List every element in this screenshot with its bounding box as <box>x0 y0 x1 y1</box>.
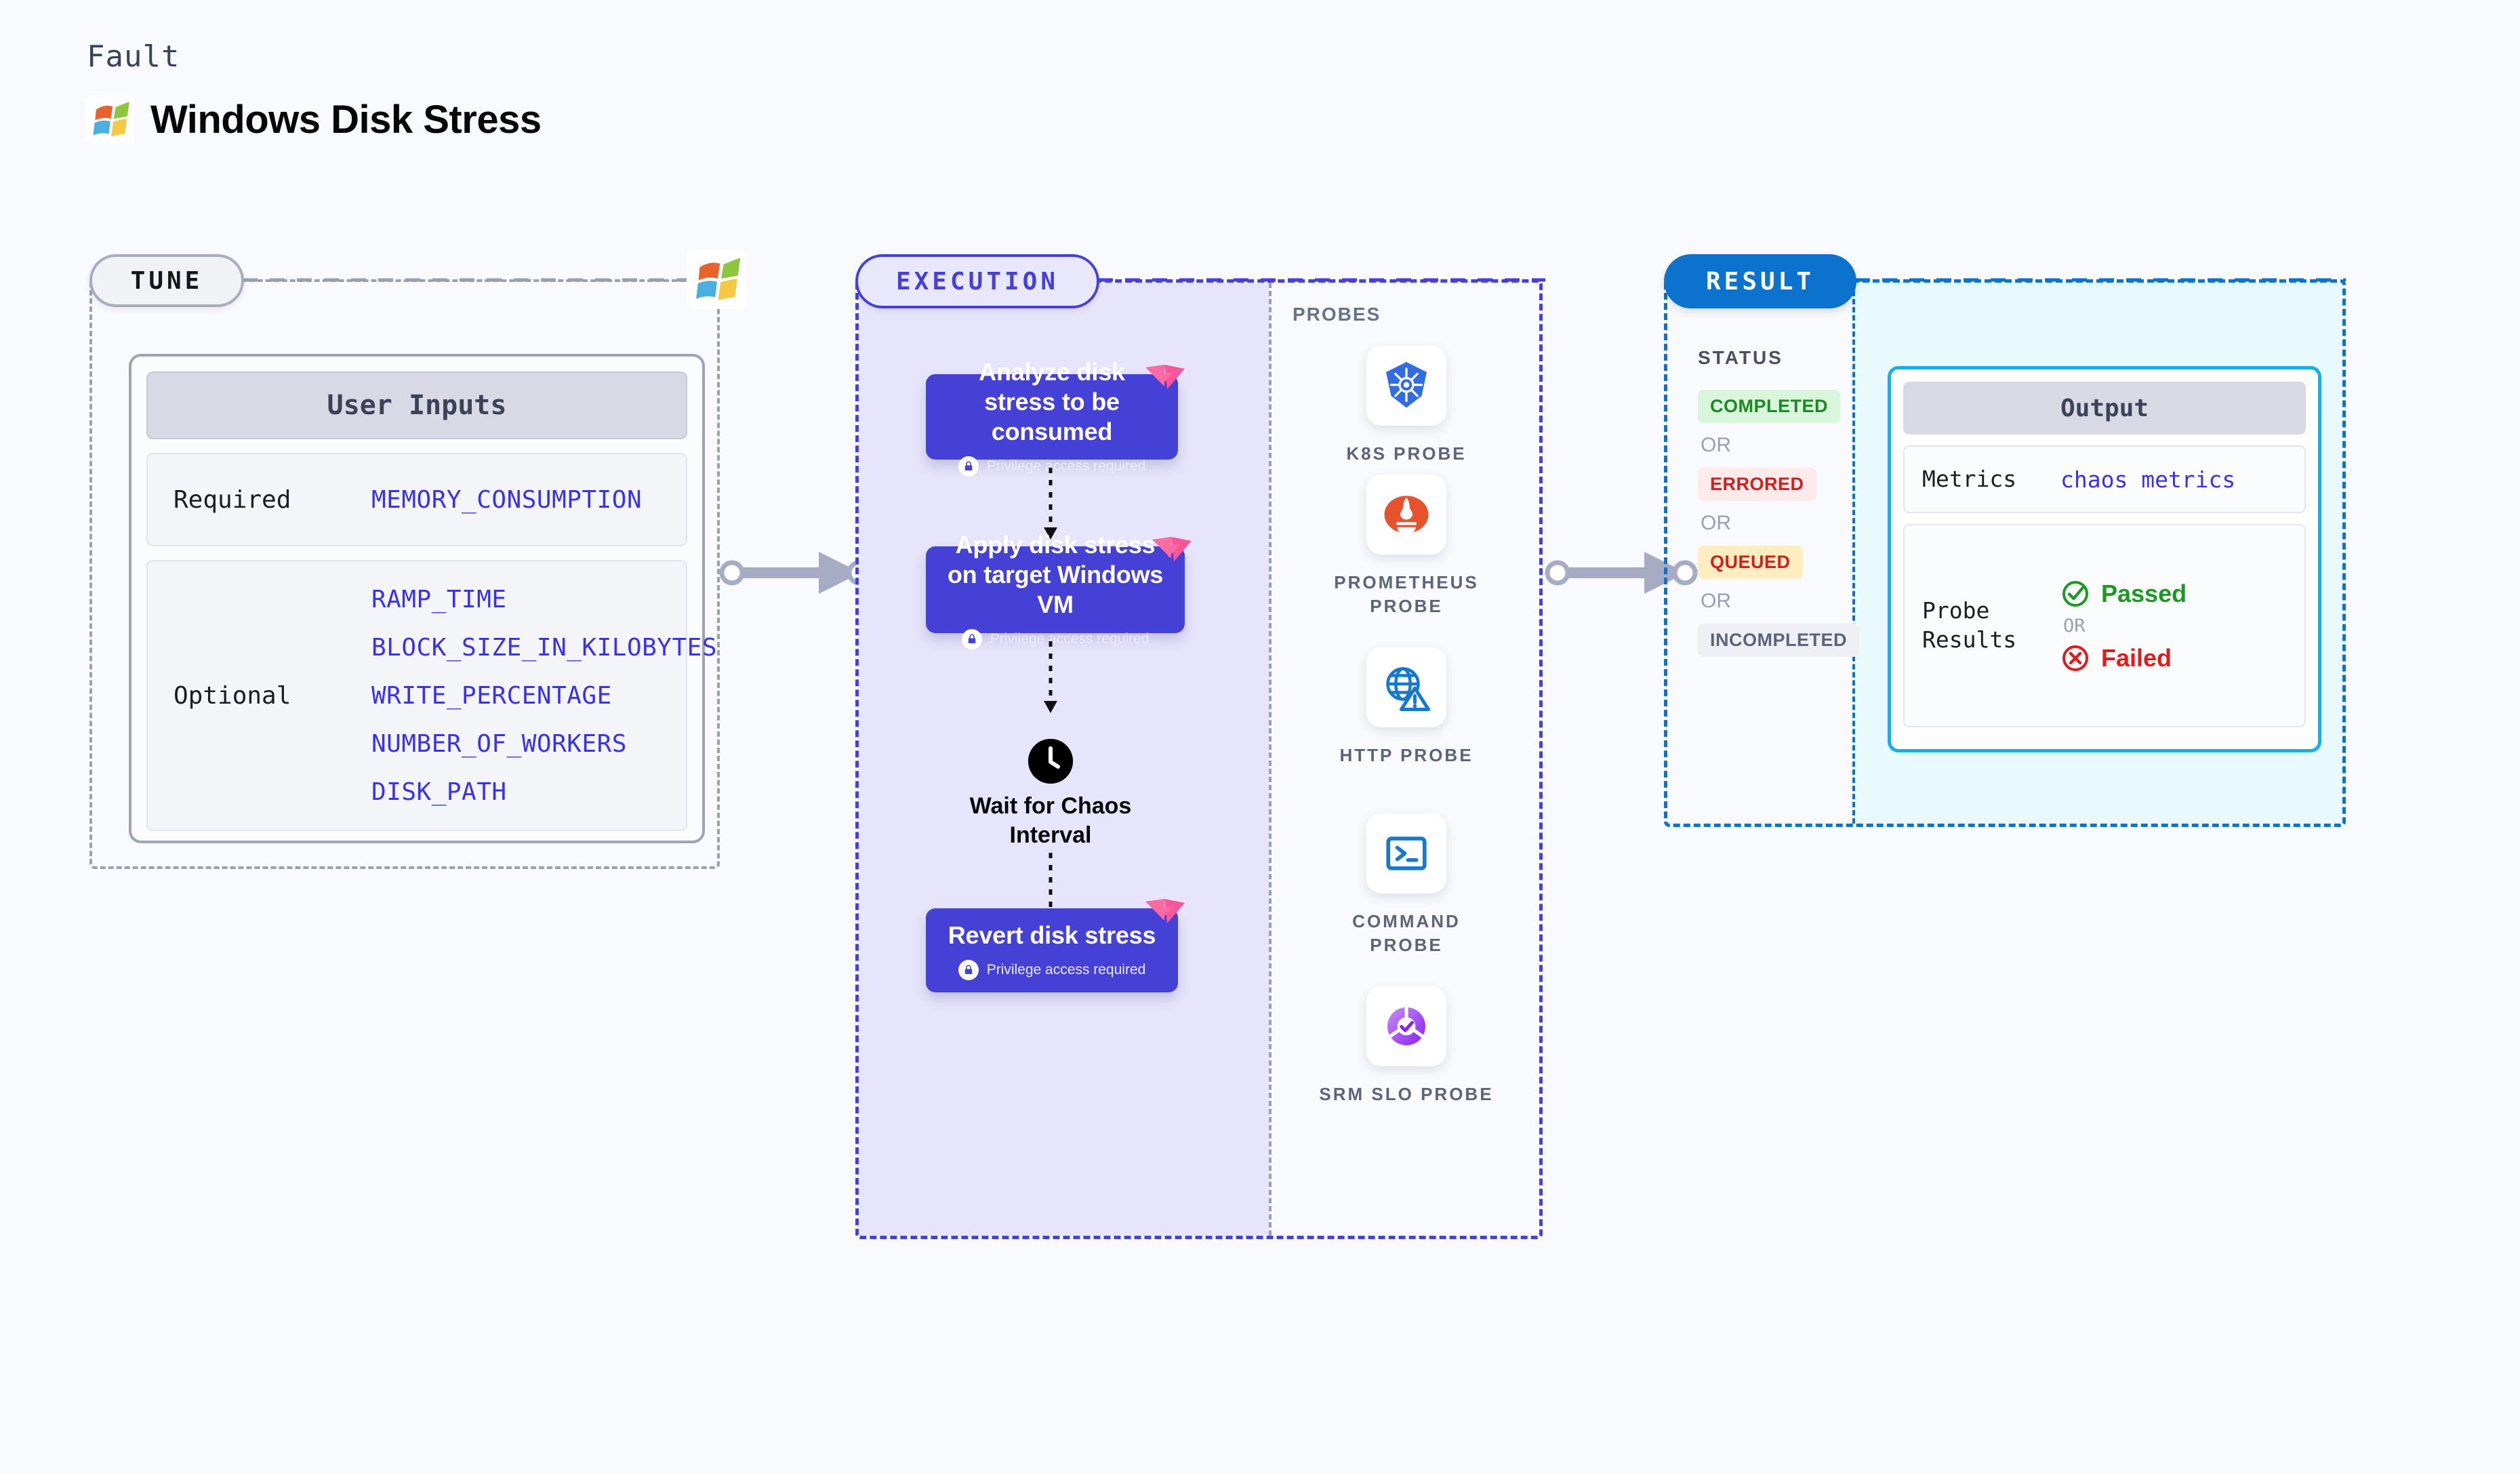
param-item[interactable]: RAMP_TIME <box>371 585 507 613</box>
user-inputs-heading: User Inputs <box>146 371 687 439</box>
result-badge-connector <box>1855 278 2346 282</box>
terminal-icon <box>1366 813 1446 893</box>
step-arrow-2 <box>1044 641 1057 713</box>
probe-srm-slo[interactable]: SRM SLO PROBE <box>1318 986 1495 1106</box>
execution-section-border <box>855 279 1543 1239</box>
param-item[interactable]: DISK_PATH <box>371 778 507 806</box>
result-badge[interactable]: RESULT <box>1664 254 1856 308</box>
param-item[interactable]: BLOCK_SIZE_IN_KILOBYTES <box>371 633 717 662</box>
status-badge: QUEUED <box>1698 546 1803 579</box>
required-label: Required <box>174 485 291 514</box>
execution-badge[interactable]: EXECUTION <box>855 254 1099 308</box>
tune-badge-connector <box>243 278 690 282</box>
probe-label: K8S PROBE <box>1346 443 1467 464</box>
output-probe-results-row: Probe Results Passed OR Failed <box>1903 524 2306 727</box>
param-item[interactable]: WRITE_PERCENTAGE <box>371 681 612 710</box>
failed-label: Failed <box>2101 643 2172 672</box>
or-separator: OR <box>1701 512 1731 534</box>
or-separator: OR <box>2063 615 2086 637</box>
lock-icon <box>958 959 979 980</box>
probe-result-failed: Failed <box>2060 643 2187 673</box>
lock-icon <box>958 456 979 477</box>
probe-result-passed: Passed <box>2060 579 2187 609</box>
step-title: Revert disk stress <box>948 921 1156 950</box>
step-privilege-note: Privilege access required <box>958 959 1146 980</box>
pink-ribbon-icon <box>1145 899 1185 923</box>
execution-badge-connector <box>1098 278 1545 282</box>
passed-label: Passed <box>2101 579 2187 607</box>
metrics-label: Metrics <box>1922 465 2017 492</box>
optional-label: Optional <box>174 681 291 710</box>
wait-for-chaos-interval-label: Wait for Chaos Interval <box>969 793 1132 848</box>
or-separator: OR <box>1701 590 1731 612</box>
optional-inputs-row: Optional RAMP_TIME BLOCK_SIZE_IN_KILOBYT… <box>146 560 717 831</box>
prometheus-icon <box>1366 475 1446 554</box>
probe-http[interactable]: HTTP PROBE <box>1318 647 1495 767</box>
status-title: STATUS <box>1698 347 1783 368</box>
fault-kicker: Fault <box>87 39 180 74</box>
srm-slo-icon <box>1366 986 1446 1066</box>
execution-step-revert[interactable]: Revert disk stress Privilege access requ… <box>926 899 1185 992</box>
execution-step-analyze[interactable]: Analyze disk stress to be consumed Privi… <box>926 358 1185 477</box>
probe-prometheus[interactable]: PROMETHEUS PROBE <box>1318 475 1495 618</box>
step-privilege-text: Privilege access required <box>990 630 1150 647</box>
page-title-text: Windows Disk Stress <box>150 97 542 142</box>
status-list: COMPLETED OR ERRORED OR QUEUED OR INCOMP… <box>1698 390 1860 657</box>
probes-title: PROBES <box>1293 304 1381 325</box>
tune-section-border <box>89 279 720 869</box>
pink-ribbon-icon <box>1152 537 1192 561</box>
windows-logo-icon <box>85 95 134 144</box>
status-badge: INCOMPLETED <box>1698 624 1860 657</box>
tune-to-execution-arrow <box>718 542 874 603</box>
x-circle-icon <box>2062 645 2088 671</box>
clock-icon <box>1028 739 1073 784</box>
output-heading: Output <box>1903 382 2306 435</box>
tune-windows-logo-icon <box>687 249 746 309</box>
step-privilege-text: Privilege access required <box>986 961 1146 977</box>
pink-ribbon-icon <box>1145 365 1185 389</box>
result-status-divider <box>1852 283 1855 824</box>
required-param-list: MEMORY_CONSUMPTION <box>371 486 642 514</box>
probe-label: HTTP PROBE <box>1339 745 1474 765</box>
lock-icon <box>961 628 982 649</box>
status-badge: COMPLETED <box>1698 390 1841 423</box>
step-arrow-1 <box>1044 468 1057 540</box>
probe-k8s[interactable]: K8S PROBE <box>1318 346 1495 466</box>
param-item[interactable]: NUMBER_OF_WORKERS <box>371 729 627 758</box>
probe-results-values: Passed OR Failed <box>2060 579 2187 673</box>
check-circle-icon <box>2062 580 2088 607</box>
metrics-value[interactable]: chaos metrics <box>2060 466 2236 493</box>
output-card: Output Metrics chaos metrics Probe Resul… <box>1888 366 2321 752</box>
required-inputs-row: Required MEMORY_CONSUMPTION <box>146 453 687 546</box>
probe-results-label: Probe Results <box>1922 597 2017 653</box>
tune-badge[interactable]: TUNE <box>89 254 244 307</box>
param-item[interactable]: MEMORY_CONSUMPTION <box>371 485 643 514</box>
step-title: Apply disk stress on target Windows VM <box>947 531 1164 618</box>
probe-label: PROMETHEUS PROBE <box>1334 572 1479 617</box>
globe-warning-icon <box>1366 647 1446 727</box>
page-title: Windows Disk Stress <box>85 95 542 144</box>
step-privilege-note: Privilege access required <box>958 456 1146 477</box>
step-title: Analyze disk stress to be consumed <box>979 358 1125 445</box>
probe-command[interactable]: COMMAND PROBE <box>1318 813 1495 957</box>
output-metrics-row: Metrics chaos metrics <box>1903 445 2306 513</box>
probe-label: SRM SLO PROBE <box>1319 1084 1494 1104</box>
optional-param-list: RAMP_TIME BLOCK_SIZE_IN_KILOBYTES WRITE_… <box>371 586 717 806</box>
kubernetes-icon <box>1366 346 1446 426</box>
execution-step-apply[interactable]: Apply disk stress on target Windows VM P… <box>926 531 1192 649</box>
status-badge: ERRORED <box>1698 468 1816 501</box>
execution-probes-divider <box>1269 283 1272 1236</box>
step-privilege-text: Privilege access required <box>986 458 1146 474</box>
user-inputs-card: User Inputs Required MEMORY_CONSUMPTION … <box>129 354 717 843</box>
step-privilege-note: Privilege access required <box>961 628 1150 649</box>
probe-label: COMMAND PROBE <box>1352 911 1461 956</box>
or-separator: OR <box>1701 434 1731 456</box>
